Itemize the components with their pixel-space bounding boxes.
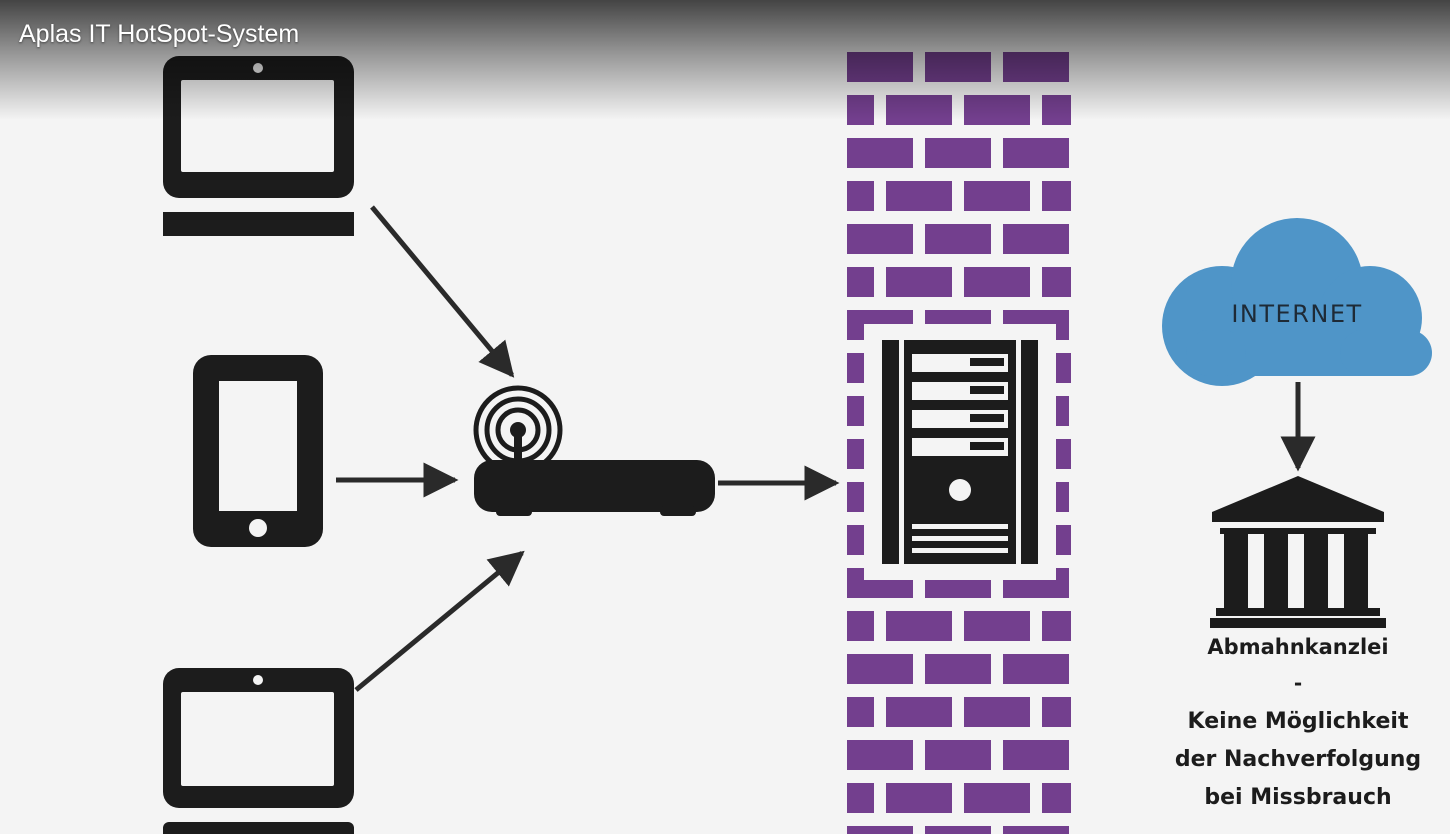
wifi-router-icon xyxy=(473,385,715,516)
firewall-brick xyxy=(925,654,991,684)
video-title[interactable]: Aplas IT HotSpot-System xyxy=(19,20,300,48)
smartphone-icon xyxy=(193,355,323,547)
arrow-tablet-to-router xyxy=(354,550,525,692)
law-firm-building-icon xyxy=(1210,476,1386,628)
firewall-brick xyxy=(886,267,952,297)
firewall-brick xyxy=(886,95,952,125)
firewall-brick xyxy=(847,826,913,834)
firewall-brick xyxy=(964,697,1030,727)
firewall-brick xyxy=(964,611,1030,641)
firewall-brick xyxy=(847,95,874,125)
firewall-brick xyxy=(847,181,874,211)
firewall-brick xyxy=(886,697,952,727)
firewall-brick xyxy=(886,611,952,641)
firewall-brick xyxy=(1003,224,1069,254)
firewall-brick xyxy=(1003,826,1069,834)
firewall-brick xyxy=(964,783,1030,813)
tablet-icon xyxy=(163,668,354,834)
institution-label: Abmahnkanzlei xyxy=(1207,635,1388,659)
firewall-brick xyxy=(964,95,1030,125)
note-line-3: bei Missbrauch xyxy=(1204,785,1391,810)
internet-cloud-icon: INTERNET xyxy=(1162,218,1432,386)
firewall-brick xyxy=(847,52,913,82)
firewall-brick xyxy=(925,52,991,82)
firewall-brick xyxy=(886,783,952,813)
firewall-brick xyxy=(964,181,1030,211)
firewall-brick xyxy=(847,740,913,770)
firewall-brick xyxy=(847,138,913,168)
cloud-label: INTERNET xyxy=(1231,300,1362,328)
firewall-brick xyxy=(925,138,991,168)
firewall-brick xyxy=(1042,783,1071,813)
firewall-brick xyxy=(925,224,991,254)
arrow-laptop-to-router xyxy=(370,205,515,378)
firewall-brick xyxy=(1042,267,1071,297)
firewall-brick xyxy=(1042,95,1071,125)
firewall-brick xyxy=(847,783,874,813)
firewall-brick xyxy=(1042,181,1071,211)
server-icon xyxy=(864,324,1056,580)
note-line-1: Keine Möglichkeit xyxy=(1188,709,1409,734)
note-line-2: der Nachverfolgung xyxy=(1175,747,1421,772)
firewall-brick xyxy=(1003,138,1069,168)
firewall-brick xyxy=(847,654,913,684)
firewall-brick xyxy=(964,267,1030,297)
firewall-brick xyxy=(847,224,913,254)
firewall-brick xyxy=(1003,52,1069,82)
firewall-brick xyxy=(847,697,874,727)
laptop-icon xyxy=(163,56,354,236)
firewall-brick xyxy=(886,181,952,211)
firewall-brick xyxy=(925,740,991,770)
firewall-brick xyxy=(1003,654,1069,684)
separator-dash: - xyxy=(1294,671,1302,695)
firewall-brick xyxy=(847,611,874,641)
firewall-brick xyxy=(925,826,991,834)
firewall-brick xyxy=(1042,611,1071,641)
firewall-brick xyxy=(847,267,874,297)
firewall-brick xyxy=(1003,740,1069,770)
firewall-brick xyxy=(1042,697,1071,727)
